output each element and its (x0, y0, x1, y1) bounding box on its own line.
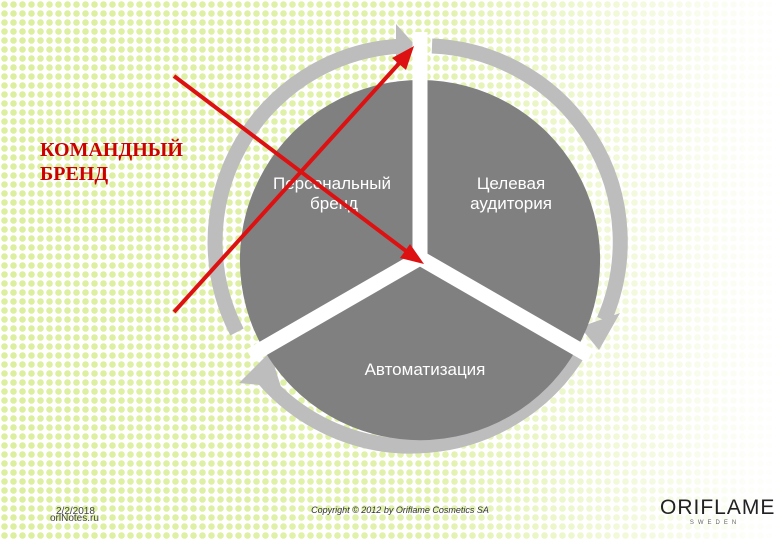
slide-title-line2: БРЕНД (40, 163, 109, 185)
cycle-arrow-ring (207, 38, 628, 454)
cross-arrowhead-up (392, 46, 414, 70)
footer-date: 2/2/2018 (56, 506, 95, 517)
segment-separators (246, 32, 594, 363)
slide-title: КОМАНДНЫЙ БРЕНД (40, 138, 183, 186)
slide-title-line1: КОМАНДНЫЙ (40, 139, 183, 161)
arrowhead-bottom (239, 352, 281, 387)
segment-label-personal-1: Персональный (273, 174, 391, 193)
oriflame-logo: ORIFLAME SWEDEN (660, 496, 776, 527)
logo-word: ORIFLAME (660, 496, 776, 519)
red-cross-out (172, 46, 424, 314)
ring-arc-bottom (252, 341, 590, 454)
footer-site: orlNotes.ru (50, 513, 99, 524)
segment-label-audience-1: Целевая (477, 174, 545, 193)
segment-label-automation: Автоматизация (365, 360, 486, 379)
logo-sub: SWEDEN (689, 520, 741, 526)
footer-copyright: Copyright © 2012 by Oriflame Cosmetics S… (311, 505, 489, 515)
cross-line-up (172, 56, 406, 314)
cross-arrowhead-down (400, 244, 424, 264)
cross-line-down (172, 74, 412, 256)
arrowhead-right (580, 313, 620, 350)
ring-arc-left (207, 38, 405, 336)
segment-label-audience-2: аудитория (470, 194, 552, 213)
ring-arc-right (431, 38, 628, 323)
